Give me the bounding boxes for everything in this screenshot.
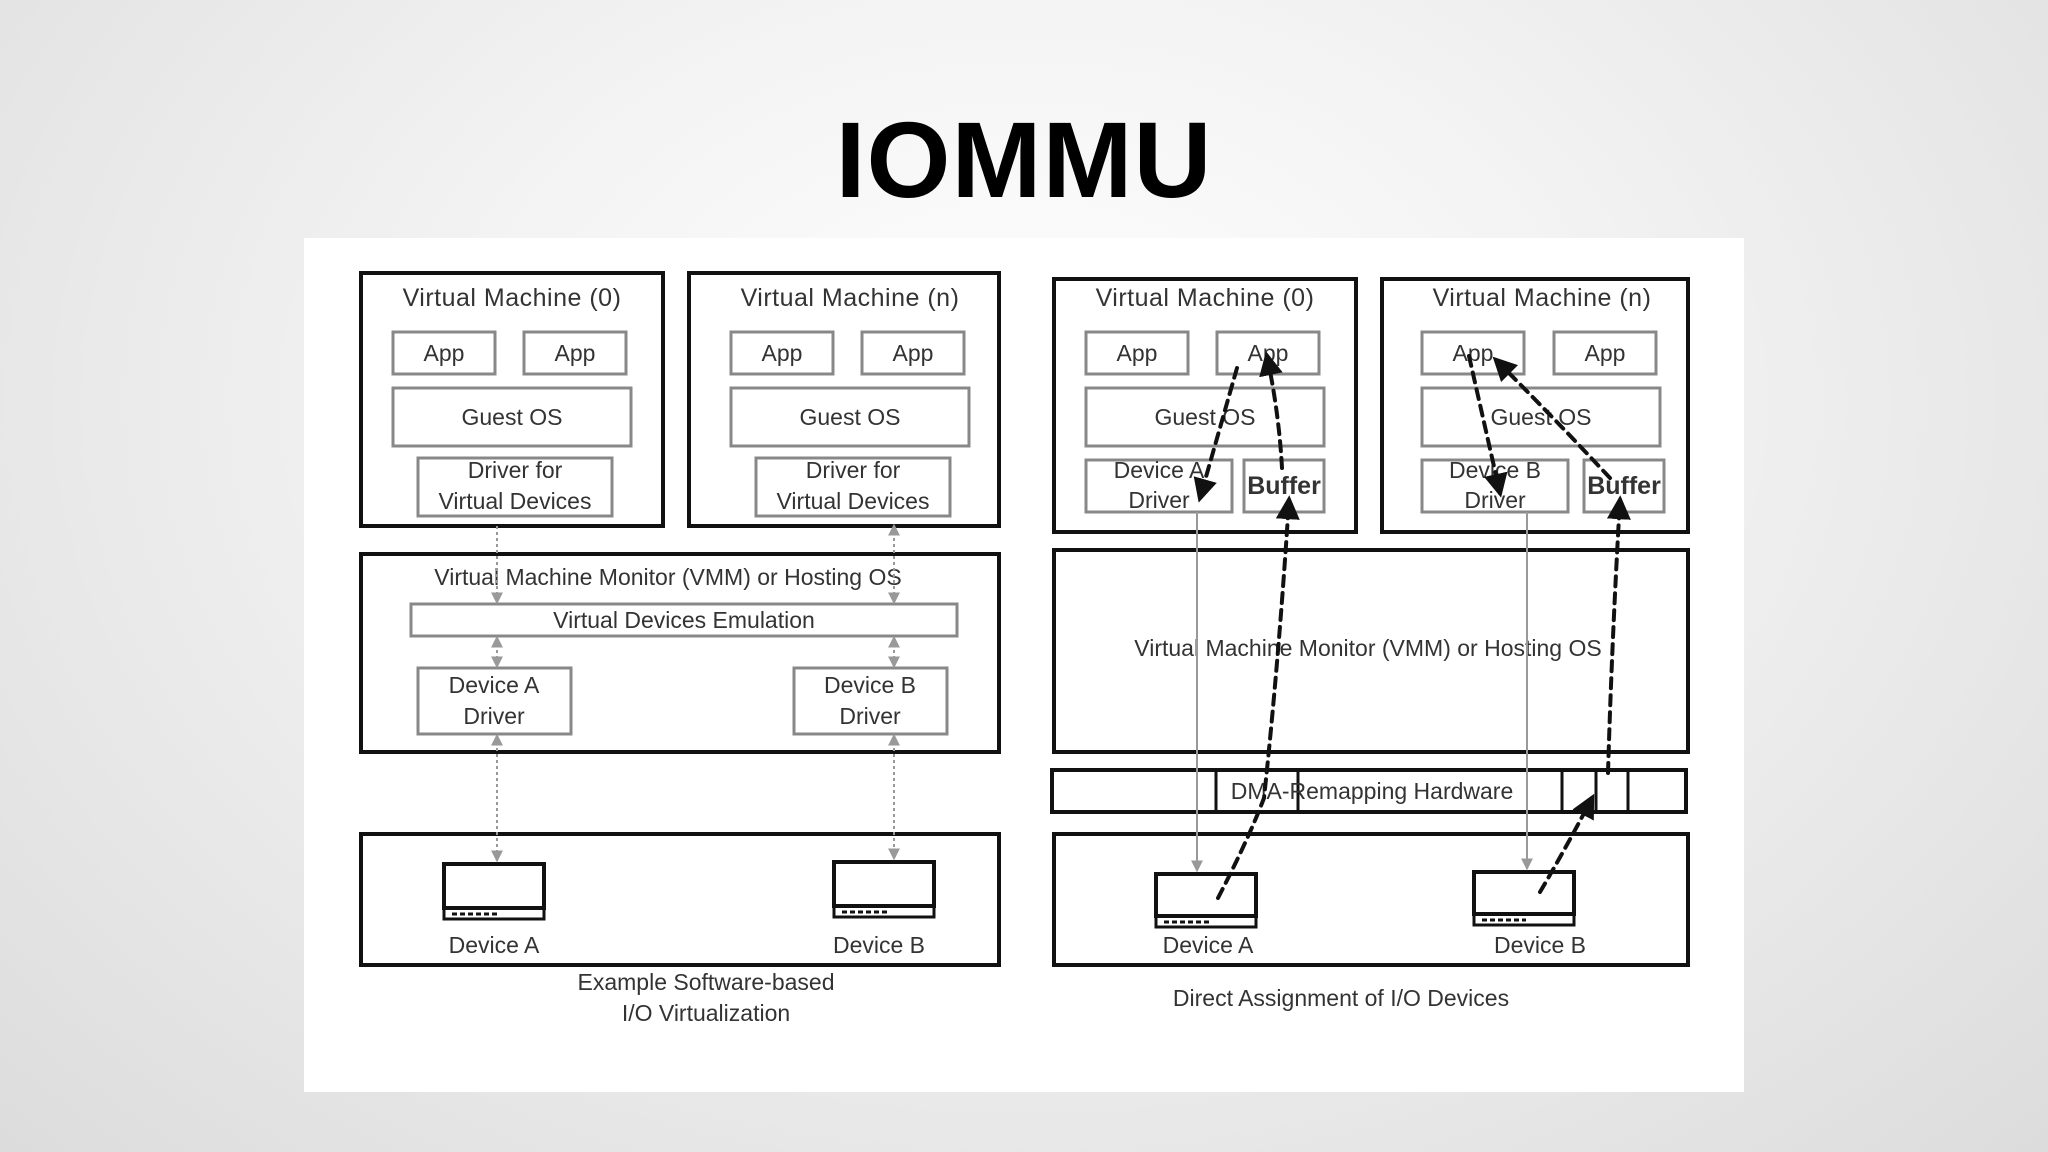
left-caption-line2: I/O Virtualization <box>622 1000 790 1026</box>
left-vmn-driver-line1: Driver for <box>806 457 901 483</box>
right-vmn-guest-os: Guest OS <box>1491 404 1592 430</box>
left-vmn-app1: App <box>762 340 803 366</box>
right-path-buffer-b-to-app <box>1492 356 1612 480</box>
left-vm0: Virtual Machine (0) App App Guest OS Dri… <box>359 271 665 528</box>
right-path-app-to-driver-a <box>1193 366 1239 503</box>
right-vm0-driver-box <box>1084 458 1234 514</box>
left-vmn-title: Virtual Machine (n) <box>741 284 960 312</box>
right-vm0-guest-os: Guest OS <box>1155 404 1256 430</box>
slide-title: IOMMU <box>835 99 1213 220</box>
left-vmm-driver-b-line2: Driver <box>839 703 901 729</box>
left-vm0-guest-os: Guest OS <box>462 404 563 430</box>
right-vmn-driver-line2: Driver <box>1464 487 1526 513</box>
left-vmm-driver-a-line2: Driver <box>463 703 525 729</box>
right-device-b-label: Device B <box>1494 932 1586 958</box>
left-vmm-frame <box>359 552 1001 754</box>
left-vmm-driver-b-box <box>792 666 949 736</box>
right-device-a-label: Device A <box>1163 932 1254 958</box>
right-diagram: Virtual Machine (0) App App Guest OS Dev… <box>1050 277 1690 1011</box>
right-path-buffer-a-to-app <box>1259 351 1284 470</box>
left-vm0-driver-box <box>416 456 614 518</box>
left-vm0-app1: App <box>424 340 465 366</box>
left-vmm-title: Virtual Machine Monitor (VMM) or Hosting… <box>434 564 901 590</box>
right-device-b-icon <box>1472 870 1576 927</box>
right-flow-arrows <box>1191 512 1533 873</box>
left-vm0-app2: App <box>555 340 596 366</box>
iommu-diagram: Virtual Machine (0) App App Guest OS Dri… <box>359 271 1690 1026</box>
right-path-device-a-to-buffer-a <box>1216 495 1300 900</box>
right-path-dma-to-buffer-b <box>1606 495 1631 775</box>
right-hardware: Device A Device B <box>1052 832 1690 967</box>
left-vm0-title: Virtual Machine (0) <box>403 284 622 312</box>
left-flow-arrows <box>491 523 900 863</box>
right-dma-frame <box>1050 768 1688 814</box>
left-vmn-guest-os: Guest OS <box>800 404 901 430</box>
right-hardware-frame <box>1052 832 1690 967</box>
left-emulation: Virtual Devices Emulation <box>553 607 815 633</box>
right-vm0-driver-line2: Driver <box>1128 487 1190 513</box>
figure-panel: Virtual Machine (0) App App Guest OS Dri… <box>304 238 1744 1092</box>
right-caption: Direct Assignment of I/O Devices <box>1173 985 1509 1011</box>
left-vmn: Virtual Machine (n) App App Guest OS Dri… <box>687 271 1001 528</box>
right-vm0-guest-os-box <box>1084 386 1326 448</box>
right-vmn-frame <box>1380 277 1690 534</box>
left-vmn-app1-box <box>729 330 835 376</box>
right-vmm: Virtual Machine Monitor (VMM) or Hosting… <box>1052 548 1690 754</box>
left-vmm: Virtual Machine Monitor (VMM) or Hosting… <box>359 552 1001 754</box>
left-vm0-app2-box <box>522 330 628 376</box>
left-hardware-frame <box>359 832 1001 967</box>
left-diagram: Virtual Machine (0) App App Guest OS Dri… <box>359 271 1001 1026</box>
left-vm0-app1-box <box>391 330 497 376</box>
right-vmn-app2-box <box>1552 330 1658 376</box>
left-vmn-app2: App <box>893 340 934 366</box>
right-vm0-title: Virtual Machine (0) <box>1096 284 1315 312</box>
left-vmn-driver-box <box>754 456 952 518</box>
right-vm0-buffer: Buffer <box>1247 472 1321 500</box>
right-vmn-driver-box <box>1420 458 1570 514</box>
left-device-b-icon <box>832 860 936 919</box>
left-device-b-label: Device B <box>833 932 925 958</box>
right-dma-paths <box>1193 351 1631 900</box>
left-vmn-guest-os-box <box>729 386 971 448</box>
left-vmm-driver-b-line1: Device B <box>824 672 916 698</box>
left-vmn-driver-line2: Virtual Devices <box>777 488 930 514</box>
right-vmm-title: Virtual Machine Monitor (VMM) or Hosting… <box>1134 635 1601 661</box>
right-device-a-icon <box>1154 872 1258 929</box>
left-vmm-driver-a-line1: Device A <box>449 672 540 698</box>
right-vmm-frame <box>1052 548 1690 754</box>
left-vmn-frame <box>687 271 1001 528</box>
left-vm0-driver-line2: Virtual Devices <box>439 488 592 514</box>
right-vmn-app1: App <box>1453 340 1494 366</box>
right-vm0-driver-line1: Device A <box>1114 457 1205 483</box>
right-vmn-title: Virtual Machine (n) <box>1433 284 1652 312</box>
right-vmn: Virtual Machine (n) App App Guest OS Dev… <box>1380 277 1690 534</box>
left-vm0-frame <box>359 271 665 528</box>
left-caption-line1: Example Software-based <box>578 969 835 995</box>
left-device-a-icon <box>442 862 546 921</box>
right-vm0: Virtual Machine (0) App App Guest OS Dev… <box>1052 277 1358 534</box>
right-vmn-buffer: Buffer <box>1587 472 1661 500</box>
left-device-a-label: Device A <box>449 932 540 958</box>
right-vm0-app1-box <box>1084 330 1190 376</box>
right-path-device-b-to-dma <box>1538 793 1595 894</box>
right-vmn-guest-os-box <box>1420 386 1662 448</box>
right-path-app-to-driver-b <box>1467 354 1508 498</box>
left-vmn-app2-box <box>860 330 966 376</box>
left-hardware: Device A Device B <box>359 832 1001 967</box>
right-vm0-frame <box>1052 277 1358 534</box>
right-vm0-app1: App <box>1117 340 1158 366</box>
right-dma-bar: DMA-Remapping Hardware <box>1050 768 1688 814</box>
right-dma-label: DMA-Remapping Hardware <box>1231 778 1514 804</box>
right-vmn-app2: App <box>1585 340 1626 366</box>
left-emulation-box <box>409 602 959 638</box>
left-vm0-guest-os-box <box>391 386 633 448</box>
left-vm0-driver-line1: Driver for <box>468 457 563 483</box>
